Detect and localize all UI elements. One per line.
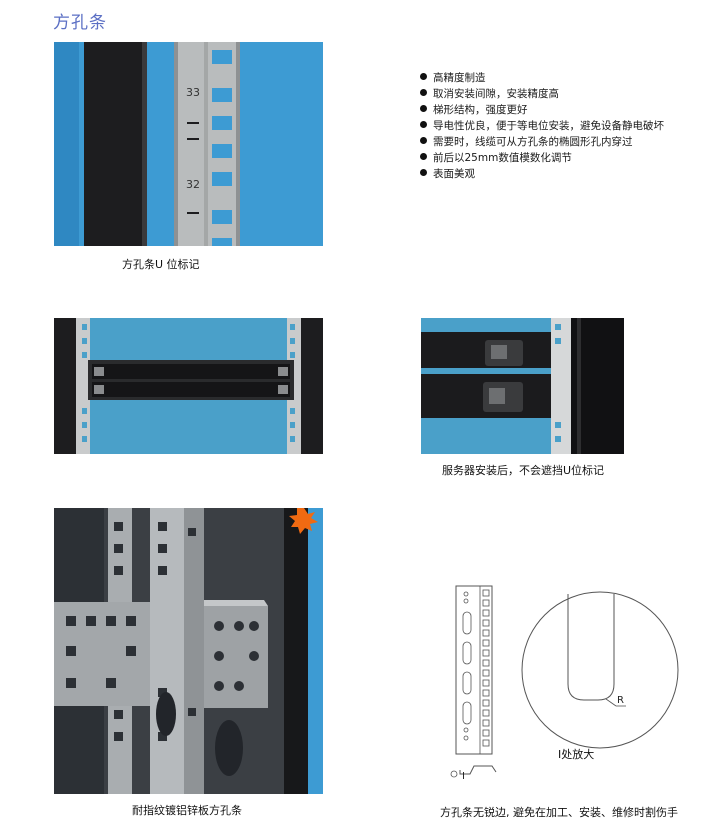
bullet-icon: [420, 105, 427, 112]
section-label: I: [462, 771, 465, 782]
u-mark-photo-image: [54, 42, 323, 246]
feature-item: 前后以25mm数值模数化调节: [420, 150, 664, 166]
feature-item: 需要时，线缆可从方孔条的椭圆形孔内穿过: [420, 134, 664, 150]
bullet-icon: [420, 169, 427, 176]
installed-side-caption: 服务器安装后，不会遮挡U位标记: [442, 464, 605, 477]
bullet-icon: [420, 73, 427, 80]
u-number-32: 32: [186, 178, 200, 191]
bullet-icon: [420, 89, 427, 96]
installed-front-image: [54, 318, 323, 454]
u-number-33: 33: [186, 86, 200, 99]
feature-item: 高精度制造: [420, 70, 664, 86]
bullet-icon: [420, 121, 427, 128]
installed-front-photo: [54, 318, 323, 454]
bullet-icon: [420, 137, 427, 144]
u-mark-caption: 方孔条U 位标记: [122, 258, 200, 271]
feature-list: 高精度制造 取消安装间隙，安装精度高 梯形结构，强度更好 导电性优良，便于等电位…: [420, 70, 664, 182]
u-mark-photo: 33 32: [54, 42, 323, 246]
feature-item: 表面美观: [420, 166, 664, 182]
new-badge-icon: [289, 508, 318, 534]
bullet-icon: [420, 153, 427, 160]
galvanized-photo: [54, 508, 323, 794]
galvanized-caption: 耐指纹镀铝锌板方孔条: [132, 804, 242, 817]
feature-item: 梯形结构，强度更好: [420, 102, 664, 118]
edge-detail-drawing: R I I处放大: [440, 580, 700, 795]
feature-item: 取消安装间隙，安装精度高: [420, 86, 664, 102]
installed-side-image: [421, 318, 624, 454]
edge-detail-caption: 方孔条无锐边, 避免在加工、安装、维修时割伤手: [440, 806, 678, 819]
feature-item: 导电性优良，便于等电位安装，避免设备静电破坏: [420, 118, 664, 134]
page-title: 方孔条: [53, 13, 107, 33]
installed-side-photo: [421, 318, 624, 454]
radius-label: R: [617, 695, 624, 706]
zoom-caption: I处放大: [558, 748, 595, 761]
edge-detail-image: [450, 585, 679, 778]
galvanized-image: [54, 508, 323, 794]
